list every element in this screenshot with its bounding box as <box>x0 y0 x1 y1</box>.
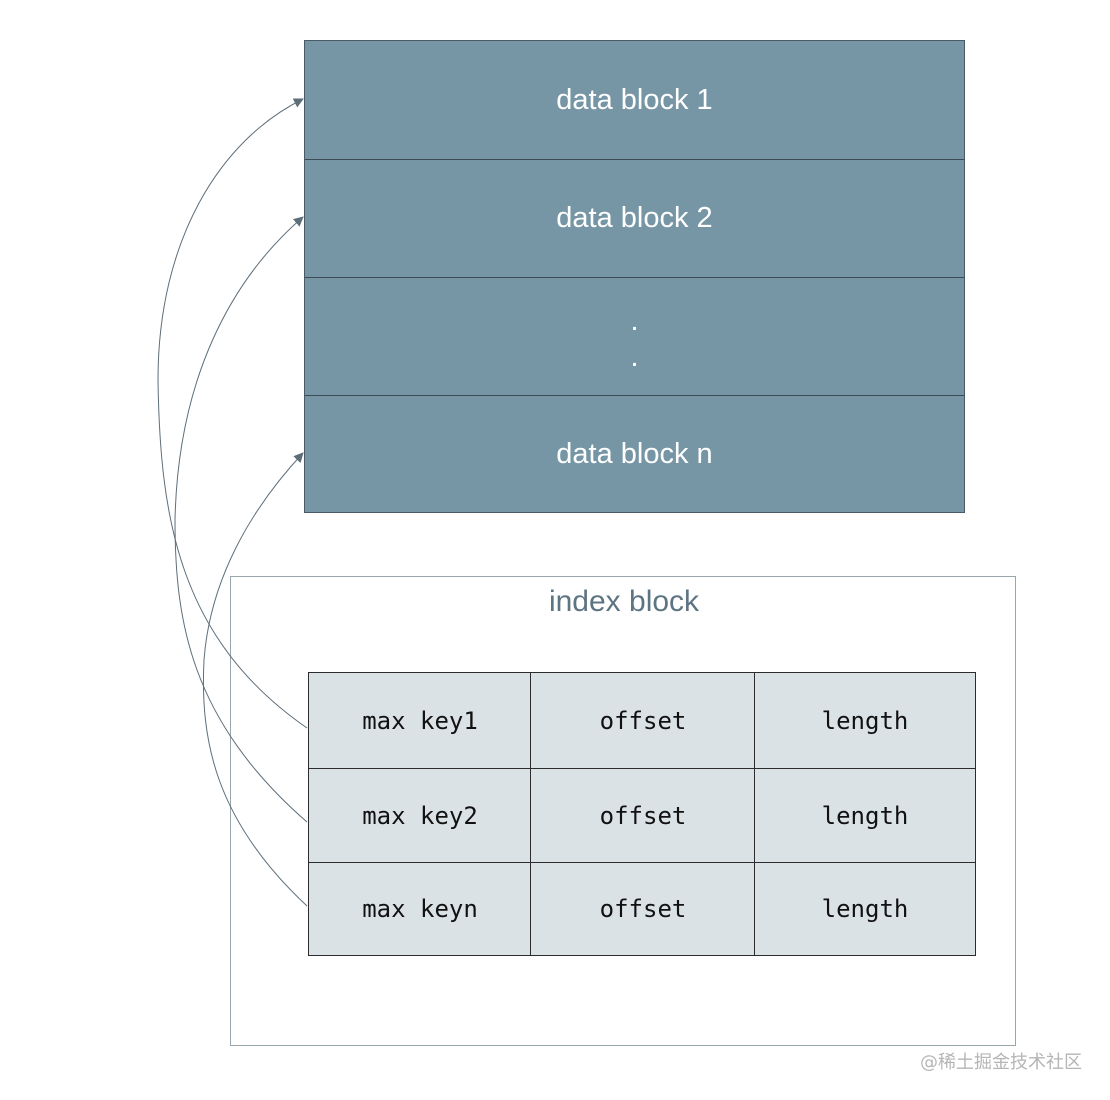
index-cell-max-key: max key1 <box>362 707 478 735</box>
table-divider <box>754 673 755 955</box>
arrow-key1-to-block-1 <box>157 98 308 729</box>
arrow-key2-to-block-2 <box>174 216 308 823</box>
index-cell-length: length <box>821 802 909 830</box>
data-block-n: data block n <box>305 395 964 513</box>
data-block-1: data block 1 <box>305 41 964 159</box>
index-cell-offset: offset <box>599 707 687 735</box>
watermark: @稀土掘金技术社区 <box>920 1052 1082 1073</box>
table-divider <box>530 673 531 955</box>
index-cell-length: length <box>821 707 909 735</box>
index-block-title: index block <box>548 585 700 618</box>
arrow-keyn-to-block-n <box>202 452 308 907</box>
data-block-2-label: data block 2 <box>556 202 713 234</box>
data-block-2: data block 2 <box>305 159 964 277</box>
table-divider <box>309 768 975 769</box>
data-blocks-stack: data block 1 data block 2 . . data block… <box>304 40 965 513</box>
data-block-1-label: data block 1 <box>556 83 713 116</box>
index-cell-length: length <box>821 895 909 923</box>
data-block-ellipsis: . . <box>305 277 964 395</box>
data-block-n-label: data block n <box>556 438 713 470</box>
index-table: max key1 offset length max key2 offset l… <box>308 672 976 956</box>
ellipsis-dot: . <box>630 340 639 373</box>
table-divider <box>309 862 975 863</box>
index-cell-offset: offset <box>599 895 687 923</box>
ellipsis-dot: . <box>630 304 639 337</box>
index-cell-max-key: max keyn <box>362 895 478 923</box>
index-cell-max-key: max key2 <box>362 802 478 830</box>
index-cell-offset: offset <box>599 802 687 830</box>
